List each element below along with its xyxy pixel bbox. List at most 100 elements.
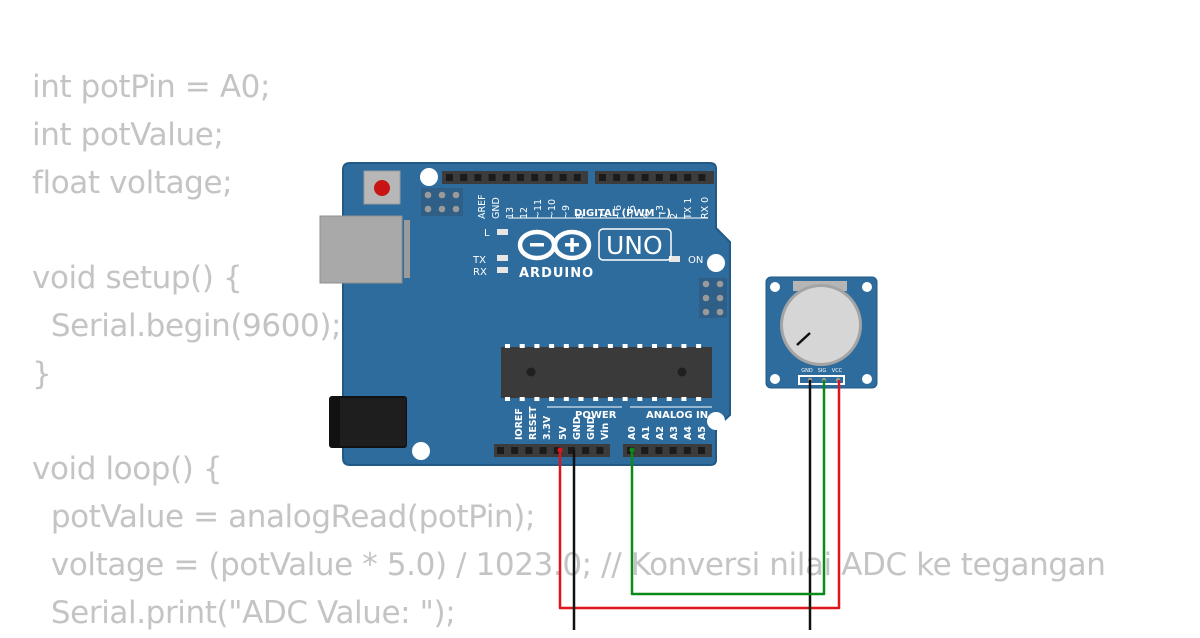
arduino-infinity-logo	[517, 229, 592, 261]
digital-pin-label: AREF	[477, 194, 488, 219]
wire-a0-to-sig[interactable]	[630, 380, 826, 596]
header-pin	[655, 174, 663, 181]
chip-pin	[578, 397, 584, 401]
pot-pin-vcc-label: VCC	[832, 368, 843, 374]
code-line: int potPin = A0;	[32, 69, 270, 105]
digital-pin-label: ~5	[627, 205, 638, 219]
analog-pin-label: A3	[669, 426, 680, 440]
wire-endpoint	[557, 447, 563, 453]
header-pin	[698, 447, 705, 454]
pot-pin-sig-label: SIG	[818, 368, 827, 374]
mounting-hole	[707, 412, 725, 430]
power-pin-label: RESET	[528, 406, 539, 440]
mounting-hole	[770, 282, 780, 292]
header-pin	[539, 447, 547, 454]
digital-pin-label: 2	[669, 213, 680, 219]
digital-pin-label: RX 0	[700, 197, 711, 219]
digital-pin-label: ~3	[655, 205, 666, 219]
header-pin	[446, 174, 453, 181]
header-pin	[582, 447, 590, 454]
wire-endpoint	[629, 447, 635, 453]
chip-pin	[652, 344, 657, 348]
led-on	[669, 256, 680, 262]
digital-pin-label: 13	[505, 207, 516, 219]
board-brand: ARDUINO	[519, 266, 594, 281]
analog-pin-label: A0	[627, 426, 638, 440]
digital-pin-label: 12	[519, 207, 530, 219]
power-pin-label: Vin	[600, 423, 611, 440]
header-pin	[641, 447, 649, 454]
chip-pin	[622, 397, 628, 401]
header-pin	[559, 174, 567, 181]
chip-pin	[607, 397, 613, 401]
code-line: int potValue;	[32, 116, 224, 153]
code-line: void loop() {	[32, 451, 223, 488]
chip-pin	[607, 344, 613, 348]
header-pin	[553, 447, 561, 454]
header-pin	[511, 447, 519, 454]
mounting-hole	[862, 282, 872, 292]
header-pin	[596, 447, 604, 454]
analog-pin-label: A1	[641, 426, 652, 440]
digital-pin-label: 8	[575, 213, 586, 219]
chip-pin	[593, 397, 599, 401]
digital-header-right	[595, 171, 714, 184]
chip-pin	[696, 397, 702, 401]
header-pin	[568, 447, 575, 454]
mounting-hole	[770, 374, 780, 384]
header-pin	[684, 174, 692, 181]
digital-pin-label: ~10	[547, 199, 558, 219]
code-line: Serial.print("ADC Value: ");	[32, 594, 456, 631]
power-header	[494, 444, 610, 457]
chip-pin	[563, 397, 569, 401]
board-model: UNO	[606, 231, 663, 260]
header-pin	[474, 174, 482, 181]
chip-pin	[666, 397, 672, 401]
chip-pin	[534, 397, 540, 401]
code-line: void setup() {	[32, 260, 243, 297]
chip-pin	[622, 344, 628, 348]
header-pin	[488, 174, 496, 181]
code-line: float voltage;	[32, 164, 233, 201]
reset-button-cap[interactable]	[374, 180, 390, 196]
pot-pin-gnd-label: GND	[801, 368, 813, 374]
header-pin	[460, 174, 468, 181]
mounting-hole	[420, 168, 438, 186]
icsp-header-2	[699, 278, 727, 318]
chip-pin	[578, 344, 584, 348]
led-tx-label: TX	[472, 255, 486, 266]
wire-5v-to-vcc[interactable]	[558, 380, 841, 610]
header-pin	[669, 447, 677, 454]
chip-pin	[637, 397, 643, 401]
pin-header-inner	[800, 377, 843, 383]
chip-pin	[563, 344, 569, 348]
led-on-label: ON	[688, 255, 703, 266]
analog-label: ANALOG IN	[646, 410, 708, 421]
header-pin	[517, 174, 524, 181]
header-pin	[545, 174, 553, 181]
header-pin	[573, 174, 581, 181]
chip-pin	[681, 397, 687, 401]
chip-pin	[519, 344, 525, 348]
power-pin-label: 5V	[558, 425, 569, 440]
power-pin-label: GND	[572, 416, 583, 440]
header-pin	[627, 174, 635, 181]
digital-pin-label: GND	[491, 197, 502, 219]
chip-pin	[696, 344, 702, 348]
analog-pin-label: A2	[655, 426, 666, 440]
power-pin-label: 3.3V	[542, 415, 553, 440]
chip-pin	[505, 397, 510, 401]
power-jack-body	[340, 398, 406, 446]
header-pin	[683, 447, 691, 454]
potentiometer-knob[interactable]	[783, 287, 859, 363]
digital-pin-label: ~9	[561, 205, 572, 219]
digital-pin-label: 4	[641, 213, 652, 219]
power-pin-label: GND	[586, 416, 597, 440]
mounting-hole	[412, 442, 430, 460]
digital-pin-label: 7	[599, 213, 610, 219]
chip-pin	[637, 344, 643, 348]
microcontroller-chip	[501, 347, 712, 398]
code-line: Serial.begin(9600);	[32, 307, 342, 344]
potentiometer-module[interactable]: GND SIG VCC	[765, 276, 878, 389]
